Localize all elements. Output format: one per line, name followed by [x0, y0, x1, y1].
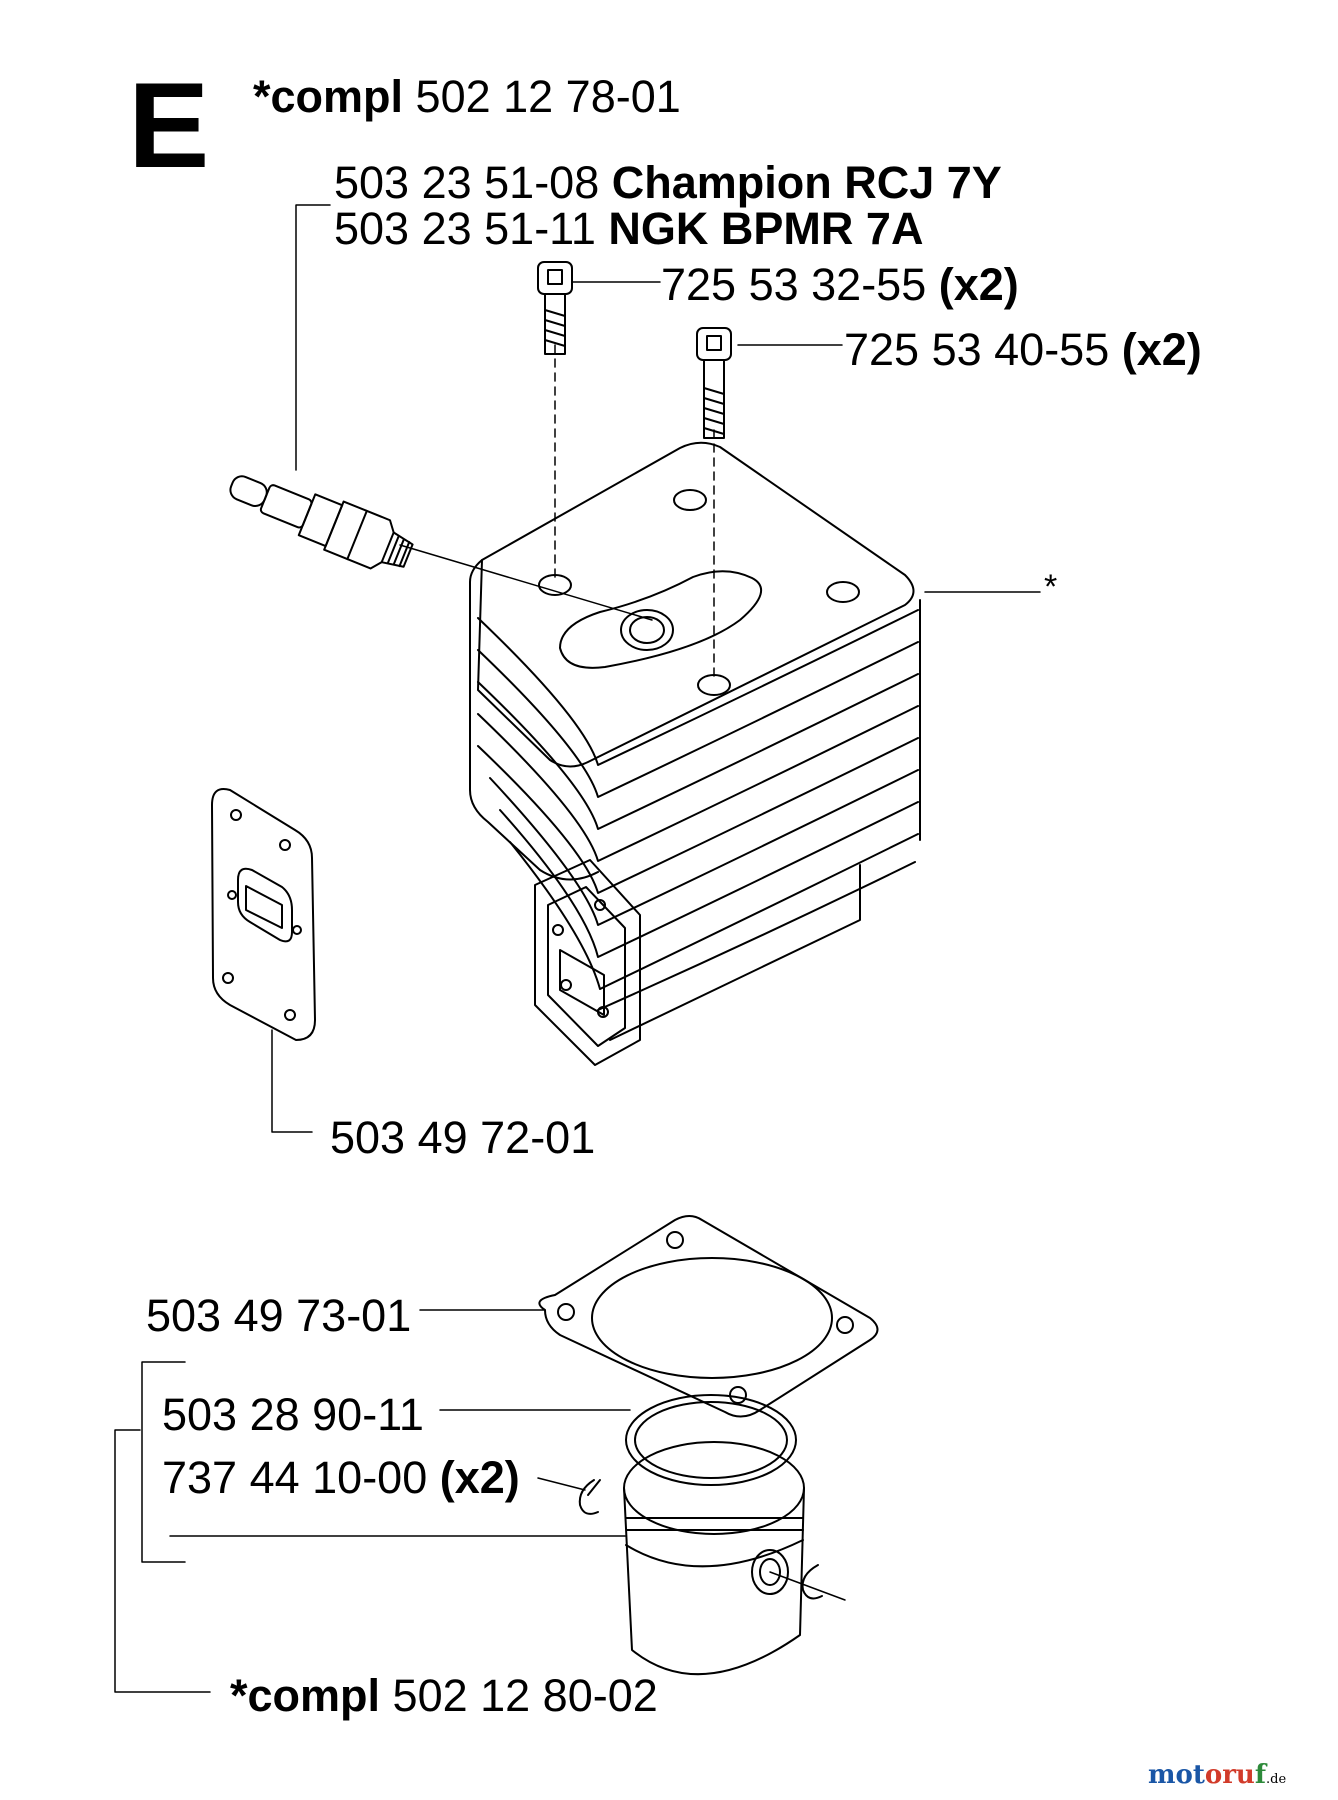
spark-plug-label-2: 503 23 51-11 NGK BPMR 7A — [334, 206, 923, 251]
bolt-number-short: 725 53 32-55 — [661, 259, 927, 310]
bolt-long-drawing — [696, 327, 732, 439]
leader-spark-plug — [295, 204, 331, 471]
leader-lines — [114, 204, 1041, 1693]
bolt-qty-short: (x2) — [938, 259, 1019, 310]
cylinder-kit-number: 502 12 78-01 — [415, 71, 681, 122]
circlip-label: 737 44 10-00 (x2) — [162, 1455, 520, 1500]
dash-spark-axis — [399, 544, 653, 621]
cylinder-marker: * — [1044, 568, 1058, 606]
site-watermark: motoruf.de — [1148, 1762, 1286, 1788]
exhaust-gasket-label: 503 49 72-01 — [330, 1112, 596, 1163]
bracket-inner — [141, 1361, 186, 1563]
circlip-qty: (x2) — [439, 1452, 520, 1503]
bolt-label-long: 725 53 40-55 (x2) — [844, 327, 1202, 372]
bolt-label-short: 725 53 32-55 (x2) — [661, 262, 1019, 307]
spark-plug-drawing — [229, 475, 414, 570]
piston-kit-prefix: *compl — [230, 1670, 381, 1721]
piston-kit-number: 502 12 80-02 — [392, 1670, 658, 1721]
exhaust-gasket-drawing — [211, 788, 316, 1041]
bolt-short-drawing — [537, 261, 573, 355]
base-gasket-drawing — [538, 1215, 879, 1418]
piston-drawing — [623, 1441, 805, 1676]
bolt-qty-long: (x2) — [1121, 324, 1202, 375]
bracket-outer — [114, 1429, 211, 1693]
cylinder-kit-label: *compl 502 12 78-01 — [253, 74, 681, 119]
watermark-part-c: f — [1254, 1760, 1267, 1790]
circlip-number: 737 44 10-00 — [162, 1452, 428, 1503]
bolt-number-long: 725 53 40-55 — [844, 324, 1110, 375]
leader-circlip — [537, 1477, 586, 1491]
watermark-part-a: mot — [1148, 1760, 1205, 1790]
section-letter: E — [128, 57, 210, 193]
cylinder-kit-prefix: *compl — [253, 71, 404, 122]
spark-plug-number-1: 503 23 51-08 — [334, 157, 600, 208]
leader-exhaust-gasket — [271, 1029, 313, 1133]
piston-kit-label: *compl 502 12 80-02 — [230, 1673, 658, 1718]
spark-plug-number-2: 503 23 51-11 — [334, 203, 596, 254]
watermark-part-b: oru — [1204, 1760, 1255, 1790]
watermark-suffix: .de — [1266, 1772, 1287, 1787]
cylinder-drawing — [469, 441, 921, 1066]
spark-plug-brand-2: NGK BPMR 7A — [608, 203, 924, 254]
circlip-drawing — [578, 1479, 846, 1601]
spark-plug-label-1: 503 23 51-08 Champion RCJ 7Y — [334, 160, 1002, 205]
piston-ring-label: 503 28 90-11 — [162, 1389, 424, 1440]
piston-ring-drawing — [625, 1394, 797, 1486]
spark-plug-brand-1: Champion RCJ 7Y — [611, 157, 1002, 208]
base-gasket-label: 503 49 73-01 — [146, 1290, 412, 1341]
